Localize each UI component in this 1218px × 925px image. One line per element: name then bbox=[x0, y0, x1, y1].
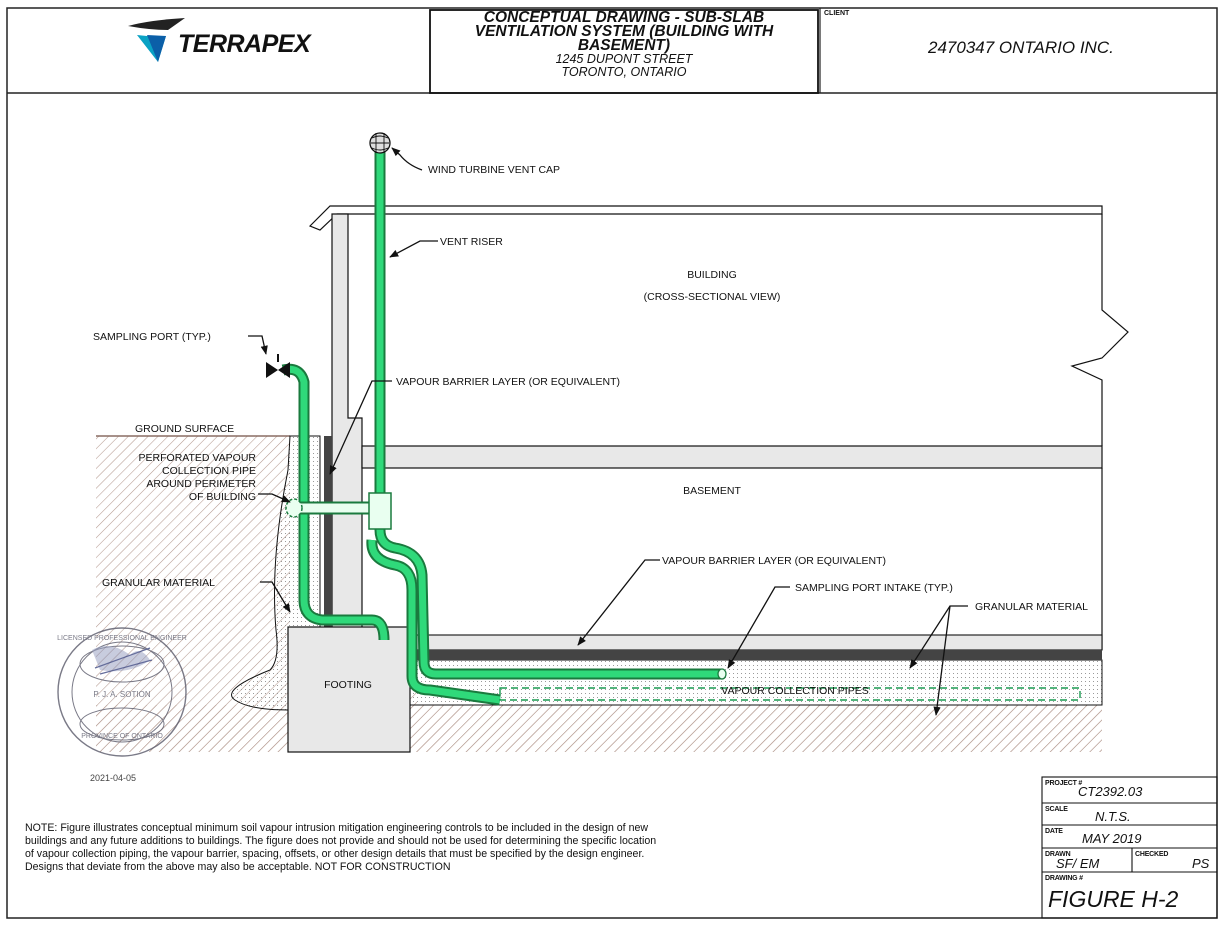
sampling-port-valve-icon bbox=[266, 354, 290, 378]
basement-slab bbox=[416, 634, 1103, 651]
svg-text:PROVINCE OF ONTARIO: PROVINCE OF ONTARIO bbox=[81, 733, 163, 740]
drawing-number-value: FIGURE H-2 bbox=[1048, 886, 1179, 912]
terrapex-logo-icon bbox=[128, 18, 185, 62]
sampling-port-intake bbox=[717, 668, 727, 680]
callout-granular-material-right: GRANULAR MATERIAL bbox=[975, 601, 1088, 613]
disclaimer-note: NOTE: Figure illustrates conceptual mini… bbox=[25, 822, 955, 874]
checked-value: PS bbox=[1192, 856, 1210, 871]
callout-wind-turbine: WIND TURBINE VENT CAP bbox=[428, 164, 560, 176]
project-number-value: CT2392.03 bbox=[1078, 784, 1143, 799]
title-line-3: BASEMENT) bbox=[577, 37, 671, 54]
logo-text: TERRAPEX bbox=[178, 30, 311, 58]
riser-tee-fitting bbox=[368, 492, 392, 530]
callout-granular-material-left: GRANULAR MATERIAL bbox=[102, 577, 215, 589]
granular-material-slab bbox=[409, 659, 1103, 706]
callout-perforated-pipe-line-4: OF BUILDING bbox=[189, 491, 256, 503]
callout-perforated-pipe-line-3: AROUND PERIMETER bbox=[146, 478, 256, 490]
note-line-2: buildings and any future additions to bu… bbox=[25, 835, 657, 847]
address-line-2: TORONTO, ONTARIO bbox=[561, 65, 687, 79]
wind-turbine-vent-cap-icon bbox=[369, 132, 391, 154]
title-line-2: VENTILATION SYSTEM (BUILDING WITH bbox=[474, 23, 774, 40]
drawn-value: SF/ EM bbox=[1056, 856, 1100, 871]
drawing-title: CONCEPTUAL DRAWING - SUB-SLAB VENTILATIO… bbox=[432, 9, 816, 79]
callout-vapour-barrier-wall: VAPOUR BARRIER LAYER (OR EQUIVALENT) bbox=[396, 376, 620, 388]
date-value: MAY 2019 bbox=[1082, 831, 1142, 846]
building-sublabel: (CROSS-SECTIONAL VIEW) bbox=[644, 291, 781, 303]
professional-engineer-stamp-icon: P. J. A. SOTION PROVINCE OF ONTARIO LICE… bbox=[57, 627, 187, 757]
building-label: BUILDING bbox=[687, 269, 737, 281]
foundation-wall bbox=[331, 213, 363, 636]
client-name: 2470347 ONTARIO INC. bbox=[928, 38, 1114, 57]
footing bbox=[287, 626, 411, 753]
break-line bbox=[1070, 214, 1129, 446]
svg-text:P. J. A. SOTION: P. J. A. SOTION bbox=[93, 690, 150, 699]
callout-vapour-collection-pipes: VAPOUR COLLECTION PIPES bbox=[721, 685, 868, 697]
callout-sampling-port-intake: SAMPLING PORT INTAKE (TYP.) bbox=[795, 582, 953, 594]
note-line-1: NOTE: Figure illustrates conceptual mini… bbox=[25, 822, 648, 834]
note-line-3: of vapour collection piping, the vapour … bbox=[25, 848, 645, 860]
drawn-label: DRAWN bbox=[1045, 851, 1071, 858]
note-line-4: Designs that deviate from the above may … bbox=[25, 861, 451, 873]
roof bbox=[308, 205, 1103, 231]
address-line-1: 1245 DUPONT STREET bbox=[555, 52, 693, 66]
callout-vent-riser: VENT RISER bbox=[440, 236, 503, 248]
sheet-border bbox=[6, 7, 1218, 919]
stamp-date: 2021-04-05 bbox=[90, 773, 136, 783]
scale-label: SCALE bbox=[1045, 806, 1068, 813]
scale-value: N.T.S. bbox=[1095, 809, 1131, 824]
callout-sampling-port: SAMPLING PORT (TYP.) bbox=[93, 331, 211, 343]
title-block-grid bbox=[1041, 776, 1218, 919]
callout-vapour-barrier-slab: VAPOUR BARRIER LAYER (OR EQUIVALENT) bbox=[662, 555, 886, 567]
callout-perforated-pipe-line-2: COLLECTION PIPE bbox=[162, 465, 256, 477]
perimeter-pipe-end bbox=[285, 498, 303, 518]
project-number-label: PROJECT # bbox=[1045, 780, 1083, 787]
svg-text:LICENSED PROFESSIONAL ENGINEER: LICENSED PROFESSIONAL ENGINEER bbox=[57, 635, 187, 642]
ground-floor-slab bbox=[361, 445, 1103, 469]
client-label: CLIENT bbox=[824, 10, 850, 17]
title-box bbox=[429, 9, 819, 94]
ground-surface-label: GROUND SURFACE bbox=[135, 423, 234, 435]
vent-piping bbox=[281, 150, 722, 706]
perforated-collection-pipe bbox=[499, 687, 1081, 701]
vapour-barrier-slab bbox=[410, 650, 1102, 660]
drawing-number-label: DRAWING # bbox=[1045, 875, 1083, 882]
basement-label: BASEMENT bbox=[683, 485, 741, 497]
callout-perforated-pipe-line-1: PERFORATED VAPOUR bbox=[139, 452, 257, 464]
checked-label: CHECKED bbox=[1135, 851, 1169, 858]
footing-label: FOOTING bbox=[324, 679, 372, 691]
vapour-barrier-wall bbox=[324, 436, 332, 635]
callout-leaders bbox=[248, 147, 968, 716]
title-line-1: CONCEPTUAL DRAWING - SUB-SLAB bbox=[483, 9, 765, 26]
date-label: DATE bbox=[1045, 828, 1063, 835]
